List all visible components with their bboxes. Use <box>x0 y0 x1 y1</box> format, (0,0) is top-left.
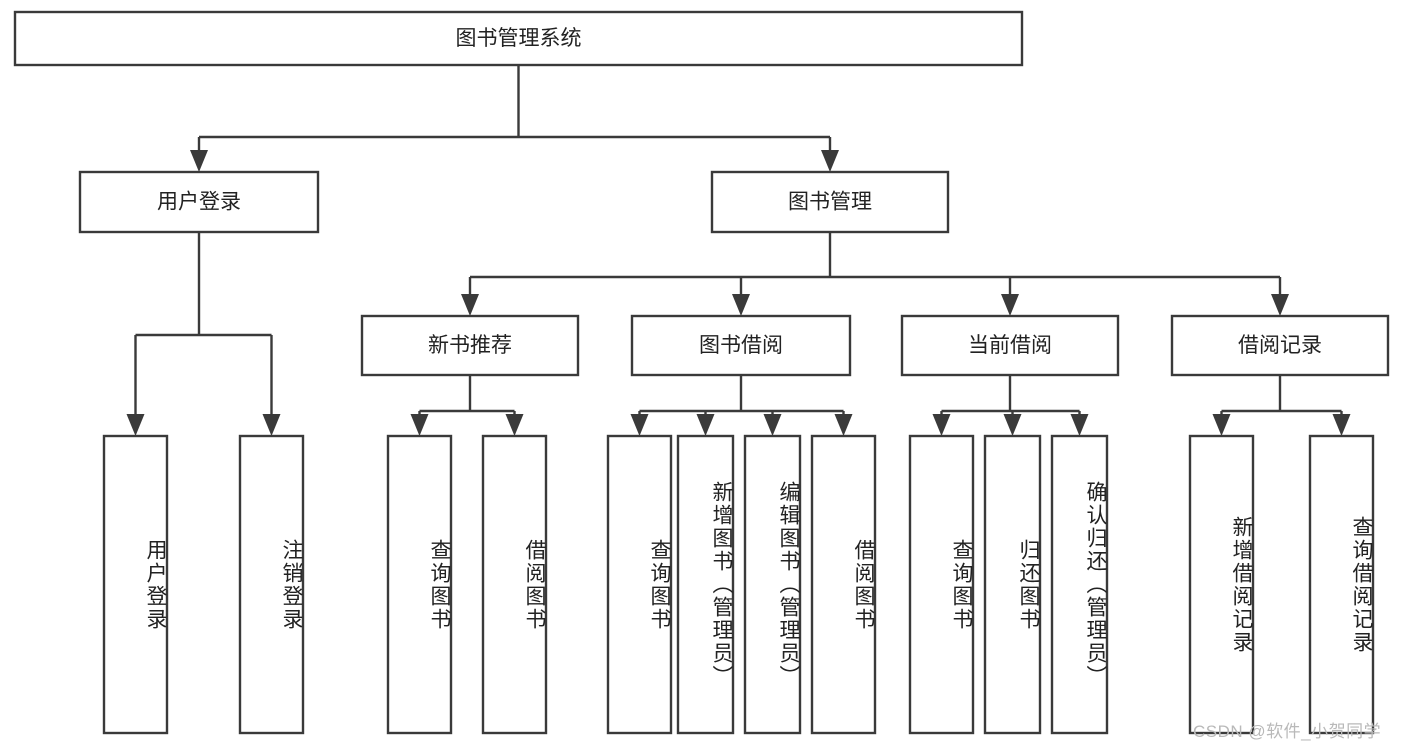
arrow-to-leaf-user-login <box>126 414 145 436</box>
node-box-leaf-return-book[interactable] <box>983 434 1042 735</box>
node-label-book-management: 图书管理 <box>788 191 872 214</box>
arrow-to-leaf-confirm-return <box>1070 414 1089 436</box>
arrow-to-leaf-query-record <box>1332 414 1351 436</box>
node-box-borrow-record[interactable] <box>1170 314 1390 377</box>
node-label-borrow-record: 借阅记录 <box>1238 334 1322 357</box>
node-label-book-borrow: 图书借阅 <box>699 334 783 357</box>
node-box-book-borrow[interactable] <box>630 314 852 377</box>
arrow-to-current-borrow <box>1001 294 1019 316</box>
arrow-to-user-login <box>190 150 208 172</box>
arrow-to-book-borrow <box>732 294 750 316</box>
arrow-to-leaf-borrow-book-1 <box>505 414 524 436</box>
node-label-new-book-recommend: 新书推荐 <box>428 334 512 357</box>
arrow-to-leaf-add-record <box>1212 414 1231 436</box>
node-box-leaf-add-record[interactable] <box>1188 434 1255 735</box>
node-box-leaf-query-book-3[interactable] <box>908 434 975 735</box>
arrow-to-borrow-record <box>1271 294 1289 316</box>
arrow-to-leaf-query-book-2 <box>630 414 649 436</box>
arrow-to-leaf-borrow-book-2 <box>834 414 853 436</box>
node-box-leaf-query-book-2[interactable] <box>606 434 673 735</box>
arrow-to-leaf-logout-login <box>262 414 281 436</box>
node-box-leaf-user-login[interactable] <box>102 434 169 735</box>
node-box-leaf-confirm-return[interactable] <box>1050 434 1109 735</box>
arrow-to-leaf-return-book <box>1003 414 1022 436</box>
node-label-current-borrow: 当前借阅 <box>968 334 1052 357</box>
node-box-leaf-query-book-1[interactable] <box>386 434 453 735</box>
node-label-user-login: 用户登录 <box>157 191 241 214</box>
node-box-user-login[interactable] <box>78 170 320 234</box>
node-box-new-book-recommend[interactable] <box>360 314 580 377</box>
arrow-to-leaf-query-book-1 <box>410 414 429 436</box>
arrow-to-book-management <box>821 150 839 172</box>
csdn-watermark: CSDN @软件_小贺同学 <box>1193 722 1382 741</box>
node-box-leaf-add-book[interactable] <box>676 434 735 735</box>
node-box-book-management[interactable] <box>710 170 950 234</box>
arrow-to-leaf-query-book-3 <box>932 414 951 436</box>
arrow-to-new-book-recommend <box>461 294 479 316</box>
connectors-layer <box>126 65 1351 436</box>
boxes-layer <box>13 10 1390 735</box>
node-label-root: 图书管理系统 <box>456 27 582 50</box>
node-box-leaf-edit-book[interactable] <box>743 434 802 735</box>
node-box-leaf-logout-login[interactable] <box>238 434 305 735</box>
node-box-root[interactable] <box>13 10 1024 67</box>
node-box-leaf-query-record[interactable] <box>1308 434 1375 735</box>
node-box-leaf-borrow-book-1[interactable] <box>481 434 548 735</box>
node-box-leaf-borrow-book-2[interactable] <box>810 434 877 735</box>
arrow-to-leaf-add-book <box>696 414 715 436</box>
node-box-current-borrow[interactable] <box>900 314 1120 377</box>
arrow-to-leaf-edit-book <box>763 414 782 436</box>
